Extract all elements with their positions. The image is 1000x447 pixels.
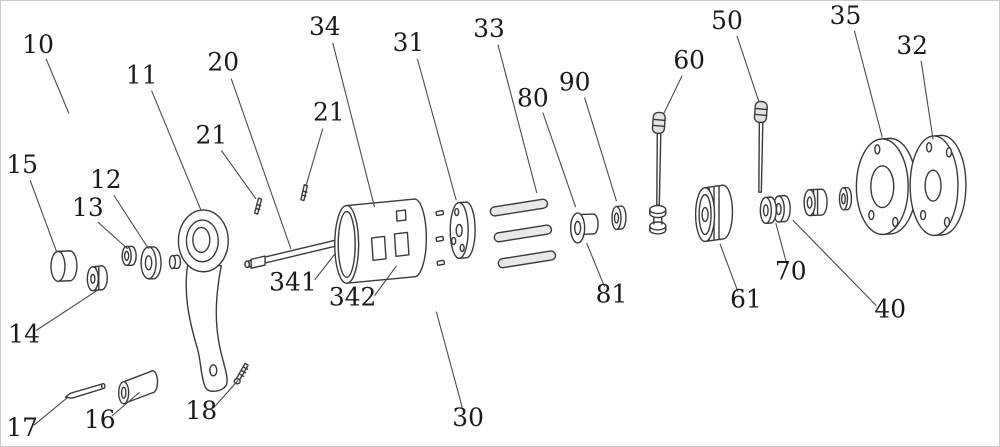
part-31-end-disc [449,201,476,260]
part-label-70: 70 [775,257,807,286]
leader-line-50 [736,35,760,102]
part-label-31: 31 [393,28,425,57]
small-peg [168,254,182,270]
part-50-pin [753,100,768,193]
leader-line-11 [151,90,202,212]
part-21-screw [300,183,309,202]
leader-line-17 [33,396,69,426]
part-label-13: 13 [72,193,104,222]
part-11-handle [177,209,229,392]
part-34-sleeve [334,198,428,284]
part-60-spool [649,204,667,235]
part-12-washer [140,246,162,280]
part-label-21: 21 [195,120,227,149]
part-label-60: 60 [673,46,705,75]
part-label-90: 90 [559,68,591,97]
part-35-cover-disc [855,137,917,236]
part-label-342: 342 [329,283,376,312]
leader-line-21 [220,150,257,200]
part-label-20: 20 [207,48,239,77]
leader-line-12 [113,194,150,250]
part-17-pin [64,382,106,399]
part-label-341: 341 [269,268,316,297]
part-80-hub [569,212,599,244]
leader-line-15 [29,180,58,254]
part-label-16: 16 [84,405,116,434]
part-61-gear [694,184,734,243]
part-60-pin [651,111,666,206]
part-label-11: 11 [126,61,158,90]
part-label-21: 21 [313,97,345,126]
part-label-15: 15 [6,150,38,179]
part-label-80: 80 [517,84,549,113]
leader-line-80 [542,112,577,208]
part-33-rollers [489,198,557,269]
part-21-screw [253,197,263,215]
leader-line-13 [97,221,129,250]
leader-line-14 [35,290,98,331]
part-label-33: 33 [473,14,505,43]
part-16-bushing [118,370,159,405]
part-label-12: 12 [90,165,122,194]
leader-line-21 [305,128,324,187]
leader-line-342 [374,265,397,296]
leader-line-16 [111,391,140,417]
part-label-34: 34 [309,12,341,41]
slot-342 [393,231,410,258]
leader-line-34 [332,42,376,208]
part-label-61: 61 [730,285,762,314]
leader-line-81 [586,242,606,287]
part-knurled-spacer [803,188,828,217]
part-label-30: 30 [452,403,484,432]
part-label-35: 35 [830,1,862,30]
leader-line-90 [584,97,617,202]
leader-line-40 [792,219,877,307]
part-70-washers [759,194,791,224]
part-label-81: 81 [596,280,628,309]
part-15-end-cap [50,250,78,282]
leader-line-70 [775,222,788,264]
part-32-cover-disc [909,134,967,237]
leader-line-31 [416,58,457,201]
part-screws-small [435,209,446,266]
slot-341 [370,235,387,262]
leader-line-61 [719,243,739,292]
leader-line-341 [314,252,337,281]
part-20-shaft [244,237,344,269]
leader-line-33 [497,44,538,194]
part-13-ring [121,245,137,267]
leader-line-20 [230,78,292,250]
leader-line-18 [212,379,239,409]
assembly-parts [50,100,967,405]
part-label-32: 32 [896,31,928,60]
part-label-14: 14 [8,319,40,348]
leader-line-35 [853,30,883,138]
part-label-17: 17 [6,413,38,442]
part-18-screw [233,362,249,385]
leader-line-32 [920,60,934,140]
part-label-40: 40 [874,295,906,324]
leader-line-30 [435,311,463,408]
part-label-10: 10 [22,30,54,59]
leader-line-10 [45,58,70,114]
part-retainer-ring [838,186,853,211]
part-90-washer [611,205,627,231]
part-label-50: 50 [711,6,743,35]
part-14-knurled-hub [86,265,108,292]
part-label-18: 18 [186,396,218,425]
leader-line-60 [662,75,683,115]
